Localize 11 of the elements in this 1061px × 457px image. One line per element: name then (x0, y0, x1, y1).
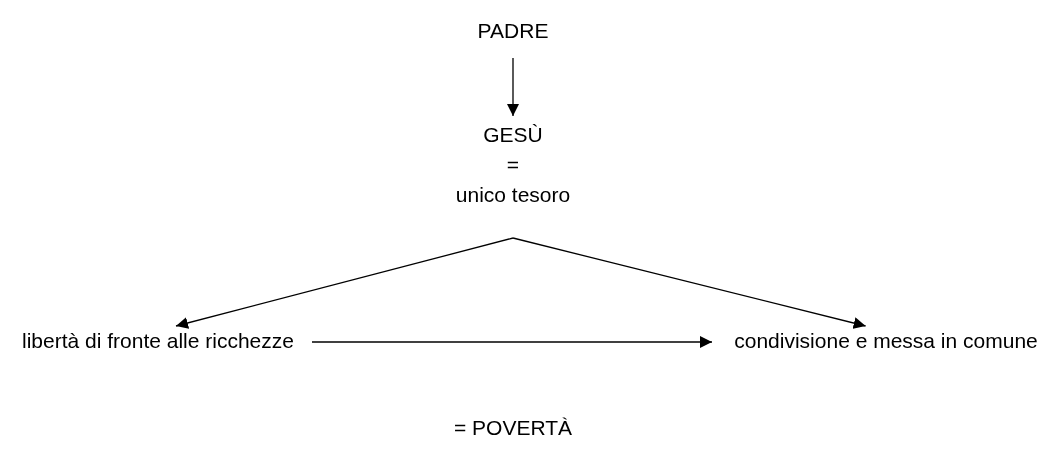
arrow (512, 237, 867, 329)
node-text: = (505, 152, 521, 178)
node-text: unico tesoro (454, 182, 572, 208)
node-text: GESÙ (482, 122, 544, 148)
arrow (311, 336, 713, 348)
node-text: libertà di fronte alle ricchezze (21, 328, 295, 354)
node-text: PADRE (476, 18, 550, 44)
arrow (175, 237, 514, 329)
note-text: = POVERTÀ (453, 416, 573, 440)
node-text: condivisione e messa in comune (733, 328, 1039, 354)
arrow (507, 57, 519, 117)
